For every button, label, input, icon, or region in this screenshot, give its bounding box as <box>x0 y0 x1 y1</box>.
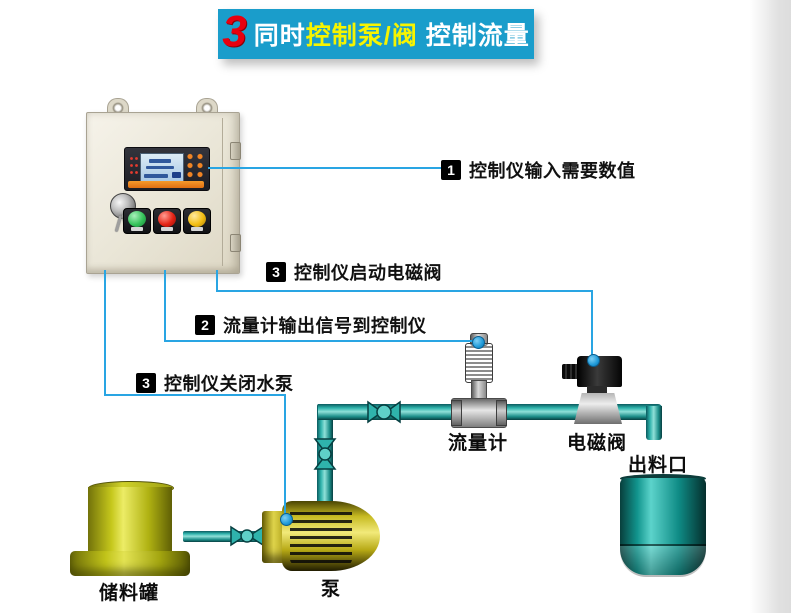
control-cabinet <box>86 112 240 274</box>
mounting-ear-right <box>196 98 218 114</box>
lcd-reading-line <box>146 166 174 169</box>
cabinet-door-seam <box>222 118 223 266</box>
callout-label: 控制仪启动电磁阀 <box>294 263 442 283</box>
cabinet-hinge-top <box>230 142 241 160</box>
banner-part2: 控制流量 <box>425 22 530 50</box>
pipe-coupling-main <box>366 398 402 426</box>
button-label-strip <box>131 227 143 231</box>
wire-pump-down <box>284 394 286 516</box>
solenoid-valve-body <box>574 393 622 424</box>
flow-meter-transmitter <box>465 343 493 383</box>
callout-close-pump: 3 控制仪关闭水泵 <box>136 370 294 396</box>
callout-label: 流量计输出信号到控制仪 <box>223 316 427 336</box>
callout-number-badge: 3 <box>136 373 156 393</box>
wire-valve-down <box>591 290 593 358</box>
banner-step-number: 3 <box>222 7 247 56</box>
banner-part1: 同时 <box>253 22 306 50</box>
callout-number-badge: 3 <box>266 262 286 282</box>
lcd-reading-line <box>149 159 171 163</box>
storage-tank-base <box>70 551 190 576</box>
label-storage-tank: 储料罐 <box>98 583 160 604</box>
mounting-ear-left <box>107 98 129 114</box>
cabinet-hinge-bottom <box>230 234 241 252</box>
pump-cooling-ribs <box>290 507 352 565</box>
label-pump: 泵 <box>320 579 342 600</box>
callout-number-badge: 2 <box>195 315 215 335</box>
label-outlet: 出料口 <box>627 455 689 476</box>
green-button-dome <box>128 211 146 227</box>
outlet-bottom-band <box>620 544 706 577</box>
controller-display <box>124 147 210 191</box>
wire-display-to-callout1 <box>208 167 441 169</box>
connection-dot-flowmeter <box>472 336 485 349</box>
banner-text: 同时控制泵/阀 控制流量 <box>254 16 530 52</box>
storage-tank-body <box>88 487 172 553</box>
connection-dot-pump <box>280 513 293 526</box>
connection-dot-valve <box>587 354 600 367</box>
callout-label: 控制仪输入需要数值 <box>469 161 636 181</box>
led-indicator-grid <box>129 155 139 177</box>
pipe-coupling-riser <box>312 437 338 471</box>
callout-label: 控制仪关闭水泵 <box>164 374 294 394</box>
flow-meter-nut-left <box>451 400 462 426</box>
label-flow-meter: 流量计 <box>447 433 509 454</box>
wire-valve-run <box>216 290 593 292</box>
wire-valve-drop <box>216 270 218 292</box>
button-label-strip <box>191 227 203 231</box>
wire-pump-drop <box>104 270 106 396</box>
solenoid-neck <box>587 386 607 395</box>
green-start-button <box>123 208 151 234</box>
display-orange-stripe <box>128 181 204 188</box>
page-edge-shading <box>750 0 791 613</box>
yellow-alarm-button <box>183 208 211 234</box>
lcd-screen <box>140 153 184 182</box>
button-label-strip <box>161 227 173 231</box>
wire-flowmeter-drop <box>164 270 166 342</box>
callout-start-valve: 3 控制仪启动电磁阀 <box>266 259 442 285</box>
yellow-button-dome <box>188 211 206 227</box>
label-solenoid-valve: 电磁阀 <box>566 433 628 454</box>
flow-meter-nut-right <box>496 400 507 426</box>
red-button-dome <box>158 211 176 227</box>
red-stop-button <box>153 208 181 234</box>
callout-number-badge: 1 <box>441 160 461 180</box>
pipe-outlet-drop <box>646 406 662 440</box>
callout-flow-signal: 2 流量计输出信号到控制仪 <box>195 312 427 338</box>
lcd-menu-block <box>172 172 181 178</box>
title-banner: 3 同时控制泵/阀 控制流量 <box>218 9 534 59</box>
wire-pump-run <box>104 394 286 396</box>
lcd-status-line <box>144 174 168 178</box>
banner-highlight-text: 控制泵/阀 <box>305 22 418 50</box>
callout-input-value: 1 控制仪输入需要数值 <box>441 157 636 183</box>
wire-flowmeter-run <box>164 340 474 342</box>
pipe-coupling-tank <box>229 524 265 548</box>
display-keypad-buttons <box>185 152 206 179</box>
solenoid-cable-connector <box>562 364 579 379</box>
